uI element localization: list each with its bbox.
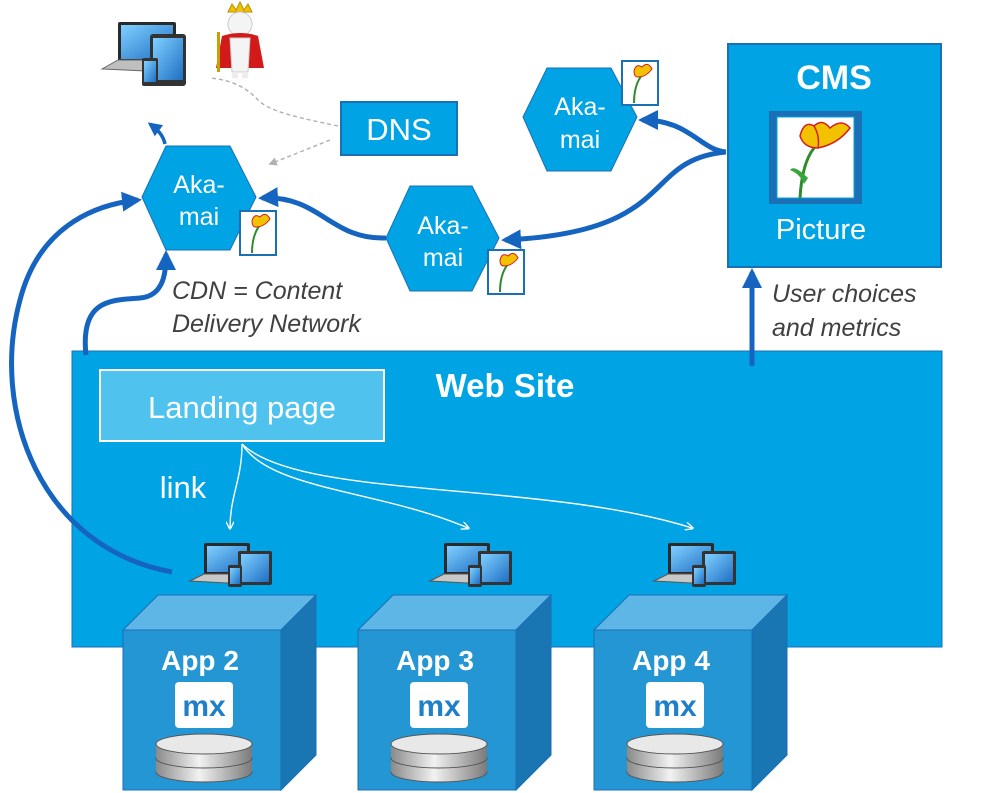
cms-title: CMS [796,59,872,97]
tulip-icon [621,60,659,106]
app-logo: mx [182,690,226,723]
app-logo: mx [653,690,697,723]
cube-side [515,593,552,792]
app-logo: mx [417,690,461,723]
website-to-akamai-arrow [82,250,176,356]
devices-icon [188,543,272,587]
mx-logo-icon [646,682,704,728]
app-devices-to-akamai-arrow [9,191,173,575]
akamai-left-line1: Aka- [173,171,224,199]
akamai-left-line2: mai [179,203,219,231]
metrics-caption-line2: and metrics [772,314,901,342]
cms-picture-label: Picture [776,214,866,246]
app-name: App 3 [396,645,474,676]
link-label: link [160,470,207,505]
cube-side [751,593,788,792]
mx-logo-icon [175,682,233,728]
cms-to-akamai-right-arrow [638,110,727,155]
akamai-left-to-devices-arrow [147,122,167,145]
tulip-icon [239,210,277,256]
mx-logo-icon [410,682,468,728]
app-name: App 2 [161,645,239,676]
akamai-node-left[interactable] [141,145,257,251]
dns-box [340,101,458,156]
tulip-icon [790,121,851,199]
app-cube[interactable]: App 2 mx [121,593,318,792]
metrics-caption-line1: User choices [772,280,917,308]
website-title: Web Site [436,367,575,404]
link-arrow-app4 [241,443,692,528]
akamai-middle-to-left-arrow [258,187,387,241]
database-icon [155,733,253,783]
app-cube[interactable]: App 3 mx [356,593,553,792]
devices-icon [428,543,512,587]
landing-page-box[interactable] [99,369,385,442]
database-icon [626,733,724,783]
cdn-caption-line1: CDN = Content [172,277,343,305]
akamai-middle-line1: Aka- [417,212,468,240]
app-cube[interactable]: App 4 mx [592,593,789,792]
database-icon [390,733,488,783]
tulip-icon [487,249,525,295]
akamai-node-right[interactable] [522,67,638,172]
dns-label: DNS [366,112,431,147]
link-arrow-app2 [230,443,243,528]
app-name: App 4 [632,645,710,676]
devices-icon [652,543,736,587]
cube-side [280,593,317,792]
dns-to-devices-line [209,77,339,127]
akamai-right-line1: Aka- [554,93,605,121]
akamai-node-middle[interactable] [385,185,500,292]
link-arrow-app3 [241,443,468,528]
akamai-middle-line2: mai [423,244,463,272]
akamai-right-line2: mai [560,126,600,154]
cms-to-akamai-middle-arrow [501,149,727,250]
king-icon [216,0,264,78]
devices-icon [100,22,186,86]
cdn-caption-line2: Delivery Network [172,310,362,338]
landing-page-label: Landing page [148,390,336,425]
dns-to-akamai-arrow [268,139,331,166]
